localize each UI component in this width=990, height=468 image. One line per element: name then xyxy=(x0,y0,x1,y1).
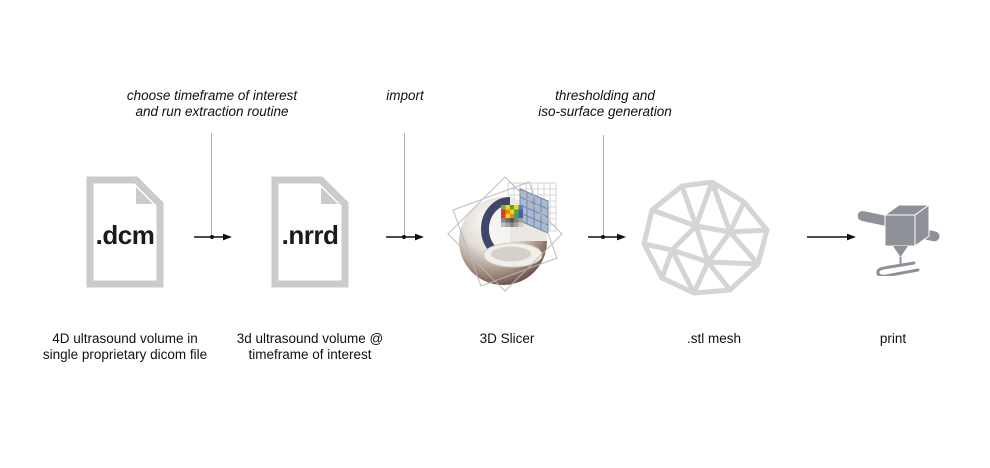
flow-arrow-icon xyxy=(194,233,232,241)
annotation-line: import xyxy=(386,88,424,103)
flow-arrow-icon xyxy=(807,233,856,241)
3d-slicer-logo-icon xyxy=(447,176,563,292)
3d-printer-icon xyxy=(858,204,940,276)
node-nrrd-file: .nrrd xyxy=(270,176,350,288)
node-label-stl-mesh: .stl mesh xyxy=(687,331,741,347)
label-line: 3D Slicer xyxy=(479,331,535,346)
file-extension-label: .dcm xyxy=(95,220,155,250)
flow-arrow-icon xyxy=(588,233,626,241)
node-label-print: print xyxy=(880,331,906,347)
connector-line xyxy=(603,135,604,236)
annotation-line: choose timeframe of interest xyxy=(126,88,298,103)
annotation-line: iso-surface generation xyxy=(538,103,672,119)
node-label-dcm: 4D ultrasound volume in single proprieta… xyxy=(43,331,207,362)
dcm-file-icon xyxy=(86,176,164,288)
stl-mesh-icon xyxy=(641,180,770,296)
flow-arrow-icon xyxy=(386,233,424,241)
label-line: 3d ultrasound volume @ xyxy=(236,331,384,346)
file-extension-label: .nrrd xyxy=(281,220,339,250)
annotation-import: import xyxy=(386,88,424,104)
label-line: timeframe of interest xyxy=(248,346,372,362)
node-dcm-file: .dcm xyxy=(85,176,165,288)
connector-line xyxy=(211,133,212,236)
annotation-thresholding: thresholding and iso-surface generation xyxy=(538,88,672,119)
nrrd-file-icon xyxy=(271,176,349,288)
node-label-nrrd: 3d ultrasound volume @ timeframe of inte… xyxy=(237,331,384,362)
label-line: single proprietary dicom file xyxy=(42,346,208,362)
voxel-grid xyxy=(501,205,523,227)
node-label-slicer: 3D Slicer xyxy=(480,331,535,347)
annotation-line: thresholding and xyxy=(555,88,655,103)
annotation-extraction: choose timeframe of interest and run ext… xyxy=(127,88,297,119)
label-line: .stl mesh xyxy=(686,331,742,346)
connector-line xyxy=(404,133,405,236)
label-line: print xyxy=(879,331,907,346)
label-line: 4D ultrasound volume in xyxy=(52,331,198,346)
annotation-line: and run extraction routine xyxy=(135,103,289,119)
